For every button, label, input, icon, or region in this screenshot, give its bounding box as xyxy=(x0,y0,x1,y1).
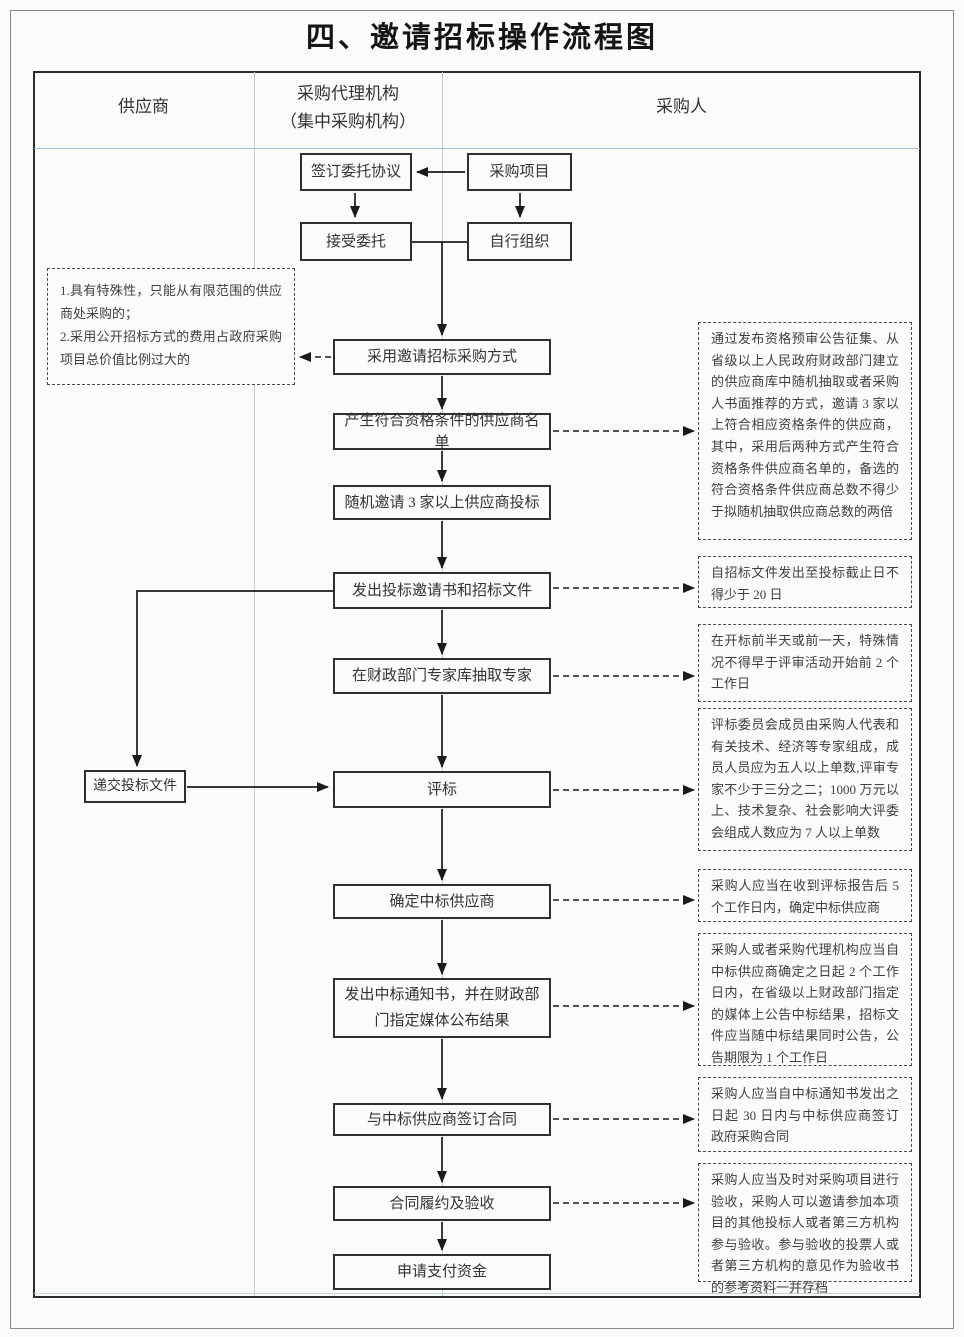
flow-box-determine-winning-supplier: 确定中标供应商 xyxy=(333,884,551,919)
note-left-condition-1: 1.具有特殊性，只能从有限范围的供应商处采购的； xyxy=(60,283,282,321)
flow-box-sign-contract: 与中标供应商签订合同 xyxy=(333,1103,551,1136)
note-expert-timing: 在开标前半天或前一天，特殊情况不得早于评审活动开始前 2 个工作日 xyxy=(698,624,912,702)
flow-box-draw-experts: 在财政部门专家库抽取专家 xyxy=(333,658,551,694)
flow-box-issue-award-notice: 发出中标通知书，并在财政部门指定媒体公布结果 xyxy=(333,978,551,1038)
page-border xyxy=(10,10,954,1329)
chart-border xyxy=(33,71,921,1298)
lane-header-supplier: 供应商 xyxy=(118,97,169,116)
lane-header-purchaser: 采购人 xyxy=(656,97,707,116)
flow-box-self-organize: 自行组织 xyxy=(467,222,572,261)
flow-box-contract-performance: 合同履约及验收 xyxy=(333,1186,551,1221)
note-left-conditions: 1.具有特殊性，只能从有限范围的供应商处采购的； 2.采用公开招标方式的费用占政… xyxy=(47,268,295,385)
lane-header-agency-line2: （集中采购机构） xyxy=(280,112,416,131)
flow-box-qualified-supplier-list: 产生符合资格条件的供应商名单 xyxy=(333,413,551,451)
flow-box-bid-evaluation: 评标 xyxy=(333,771,551,808)
note-qualification-sources: 通过发布资格预审公告征集、从省级以上人民政府财政部门建立的供应商库中随机抽取或者… xyxy=(698,322,912,540)
note-committee-rules: 评标委员会成员由采购人代表和有关技术、经济等专家组成，成员人员应为五人以上单数,… xyxy=(698,708,912,851)
lane-header-underline xyxy=(34,148,920,149)
flow-box-random-invite: 随机邀请 3 家以上供应商投标 xyxy=(333,485,551,520)
lane-header-agency: 采购代理机构 （集中采购机构） xyxy=(254,80,442,136)
note-left-condition-2: 2.采用公开招标方式的费用占政府采购项目总价值比例过大的 xyxy=(60,329,282,367)
flow-box-invitation-method: 采用邀请招标采购方式 xyxy=(333,339,551,375)
chart-bottom-line xyxy=(34,1293,920,1294)
note-sign-within-30-days: 采购人应当自中标通知书发出之日起 30 日内与中标供应商签订政府采购合同 xyxy=(698,1077,912,1152)
note-deadline-20-days: 自招标文件发出至投标截止日不得少于 20 日 xyxy=(698,556,912,608)
note-acceptance-rules: 采购人应当及时对采购项目进行验收，采购人可以邀请参加本项目的其他投标人或者第三方… xyxy=(698,1163,912,1295)
flow-box-apply-payment: 申请支付资金 xyxy=(333,1254,551,1290)
note-confirm-5-days: 采购人应当在收到评标报告后 5 个工作日内，确定中标供应商 xyxy=(698,869,912,922)
page-title: 四、邀请招标操作流程图 xyxy=(305,22,658,54)
flow-box-sign-agreement: 签订委托协议 xyxy=(300,153,412,191)
flow-box-procurement-project: 采购项目 xyxy=(467,153,572,191)
flow-box-submit-bid-docs: 递交投标文件 xyxy=(84,770,186,803)
flow-box-accept-entrustment: 接受委托 xyxy=(300,222,412,261)
lane-divider-1 xyxy=(254,72,255,1296)
note-announce-result: 采购人或者采购代理机构应当自中标供应商确定之日起 2 个工作日内，在省级以上财政… xyxy=(698,933,912,1066)
lane-header-agency-line1: 采购代理机构 xyxy=(297,84,399,103)
flow-box-issue-invitation-docs: 发出投标邀请书和招标文件 xyxy=(333,572,551,609)
